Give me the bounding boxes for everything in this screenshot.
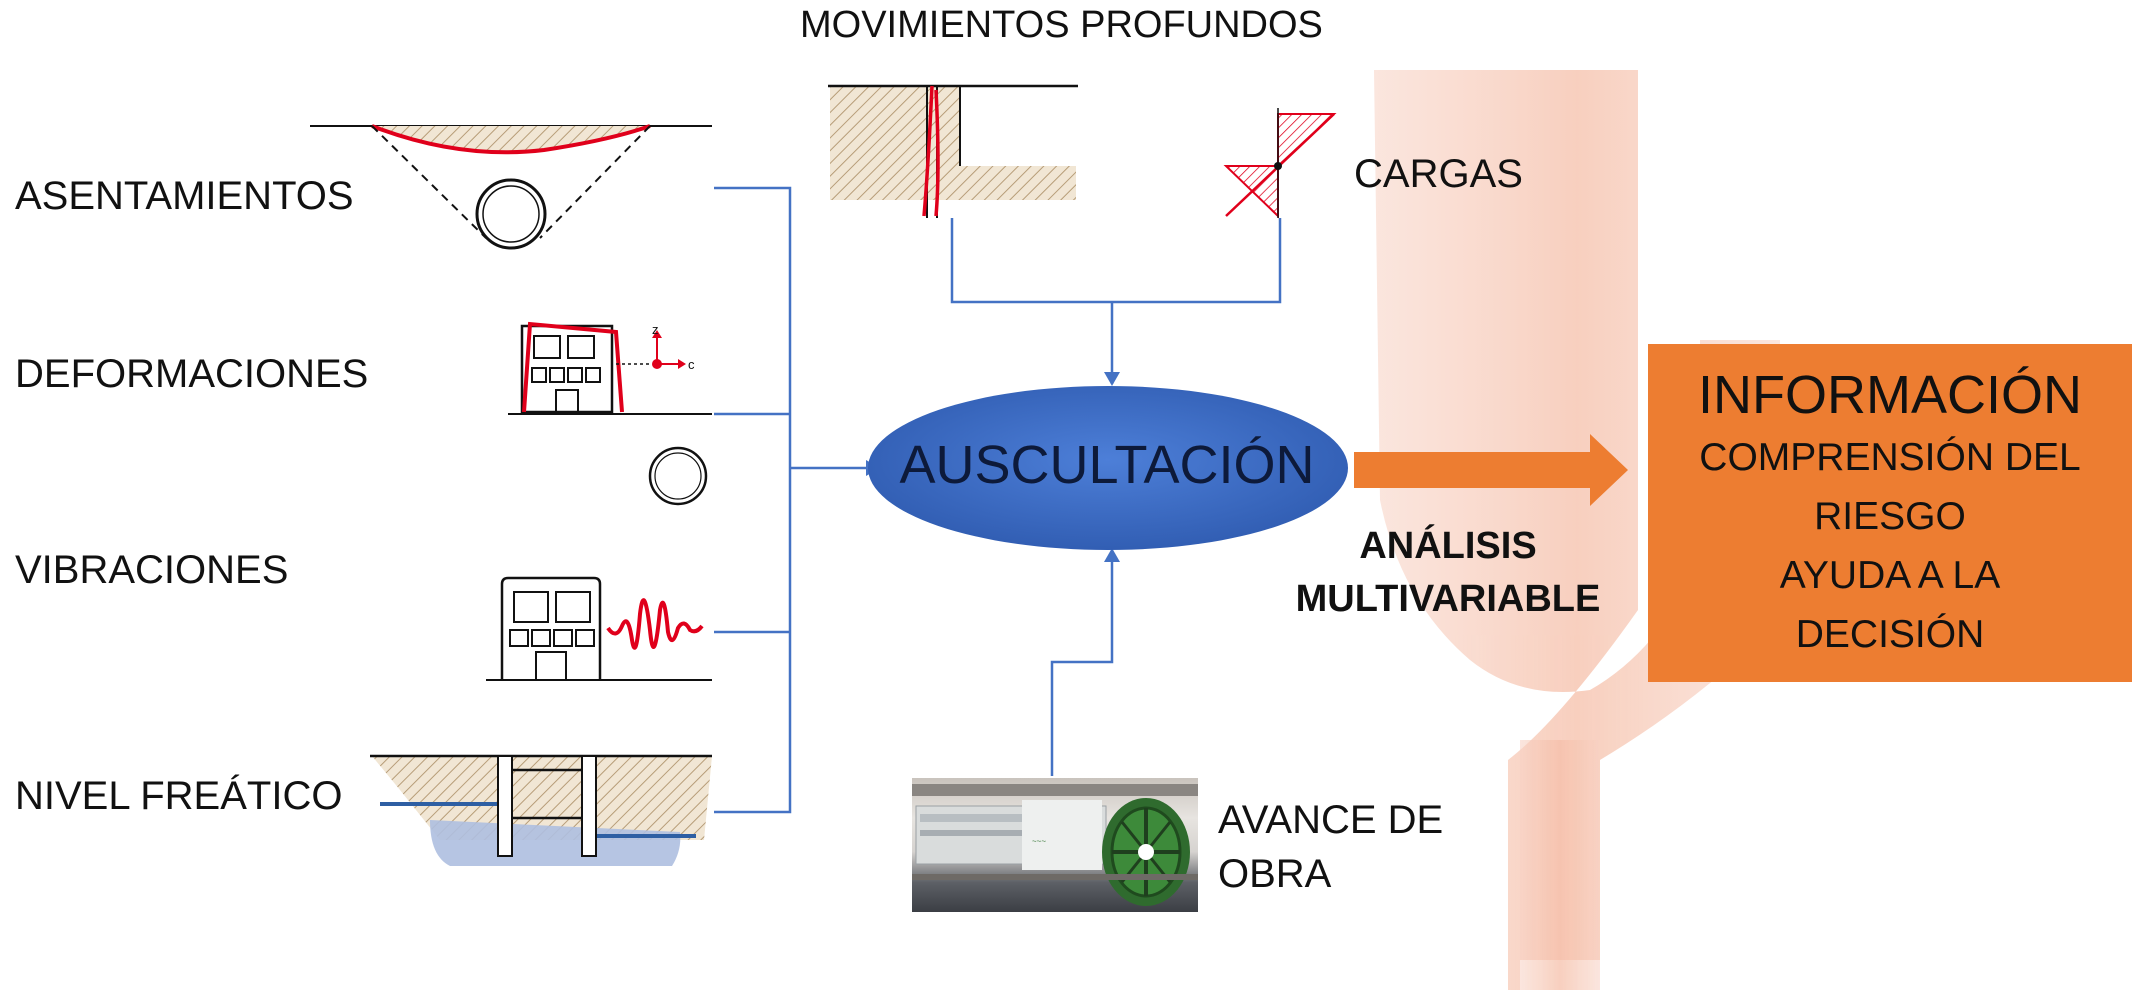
info-line-1: COMPRENSIÓN DEL xyxy=(1699,436,2081,479)
analysis-line1: ANÁLISIS xyxy=(1359,525,1537,567)
label-movimientos-profundos: MOVIMIENTOS PROFUNDOS xyxy=(800,4,1323,46)
label-asentamientos: ASENTAMIENTOS xyxy=(15,174,354,218)
inclinometer-icon xyxy=(828,84,1078,218)
settlement-icon xyxy=(310,124,712,250)
label-avance-line1: AVANCE DE xyxy=(1218,798,1444,842)
analysis-line2: MULTIVARIABLE xyxy=(1295,578,1601,620)
orange-arrow xyxy=(1354,434,1628,506)
auscultacion-ellipse xyxy=(868,386,1348,550)
info-line-4: DECISIÓN xyxy=(1795,613,1985,656)
auscultacion-title: AUSCULTACIÓN xyxy=(899,435,1315,495)
label-vibraciones: VIBRACIONES xyxy=(15,548,289,592)
axis-c-label: c xyxy=(688,357,695,372)
arrow-head-bottom xyxy=(1104,548,1120,562)
info-title: INFORMACIÓN xyxy=(1698,365,2082,425)
vibration-icon xyxy=(486,576,712,681)
svg-text:~~~: ~~~ xyxy=(1032,837,1046,846)
tbm-photo: ~~~ xyxy=(912,778,1198,912)
load-diagram-icon xyxy=(1223,108,1337,219)
building-deformation-icon xyxy=(508,321,712,506)
arrow-head-top xyxy=(1104,372,1120,386)
axis-z-label: z xyxy=(652,322,659,337)
label-cargas: CARGAS xyxy=(1354,152,1523,196)
information-box: INFORMACIÓN COMPRENSIÓN DEL RIESGO AYUDA… xyxy=(1648,344,2132,682)
label-avance-line2: OBRA xyxy=(1218,852,1332,896)
info-line-3: AYUDA A LA xyxy=(1779,554,2001,597)
water-table-icon xyxy=(370,754,712,866)
label-nivel-freatico: NIVEL FREÁTICO xyxy=(15,774,343,818)
info-line-2: RIESGO xyxy=(1814,495,1966,538)
background-fork xyxy=(1374,70,1780,990)
label-deformaciones: DEFORMACIONES xyxy=(15,352,369,396)
connector-lines xyxy=(714,186,1282,814)
analysis-label: ANÁLISIS MULTIVARIABLE xyxy=(1268,520,1628,626)
